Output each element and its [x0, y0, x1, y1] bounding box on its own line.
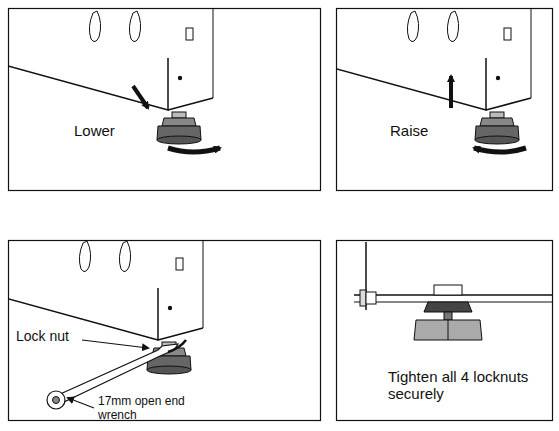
instruction-note: Tighten all 4 locknuts securely	[388, 368, 538, 403]
action-label: Lower	[74, 122, 134, 139]
action-label: Raise	[390, 122, 450, 139]
tool-label: 17mm open end wrench	[98, 395, 218, 423]
part-label: Lock nut	[16, 328, 96, 344]
